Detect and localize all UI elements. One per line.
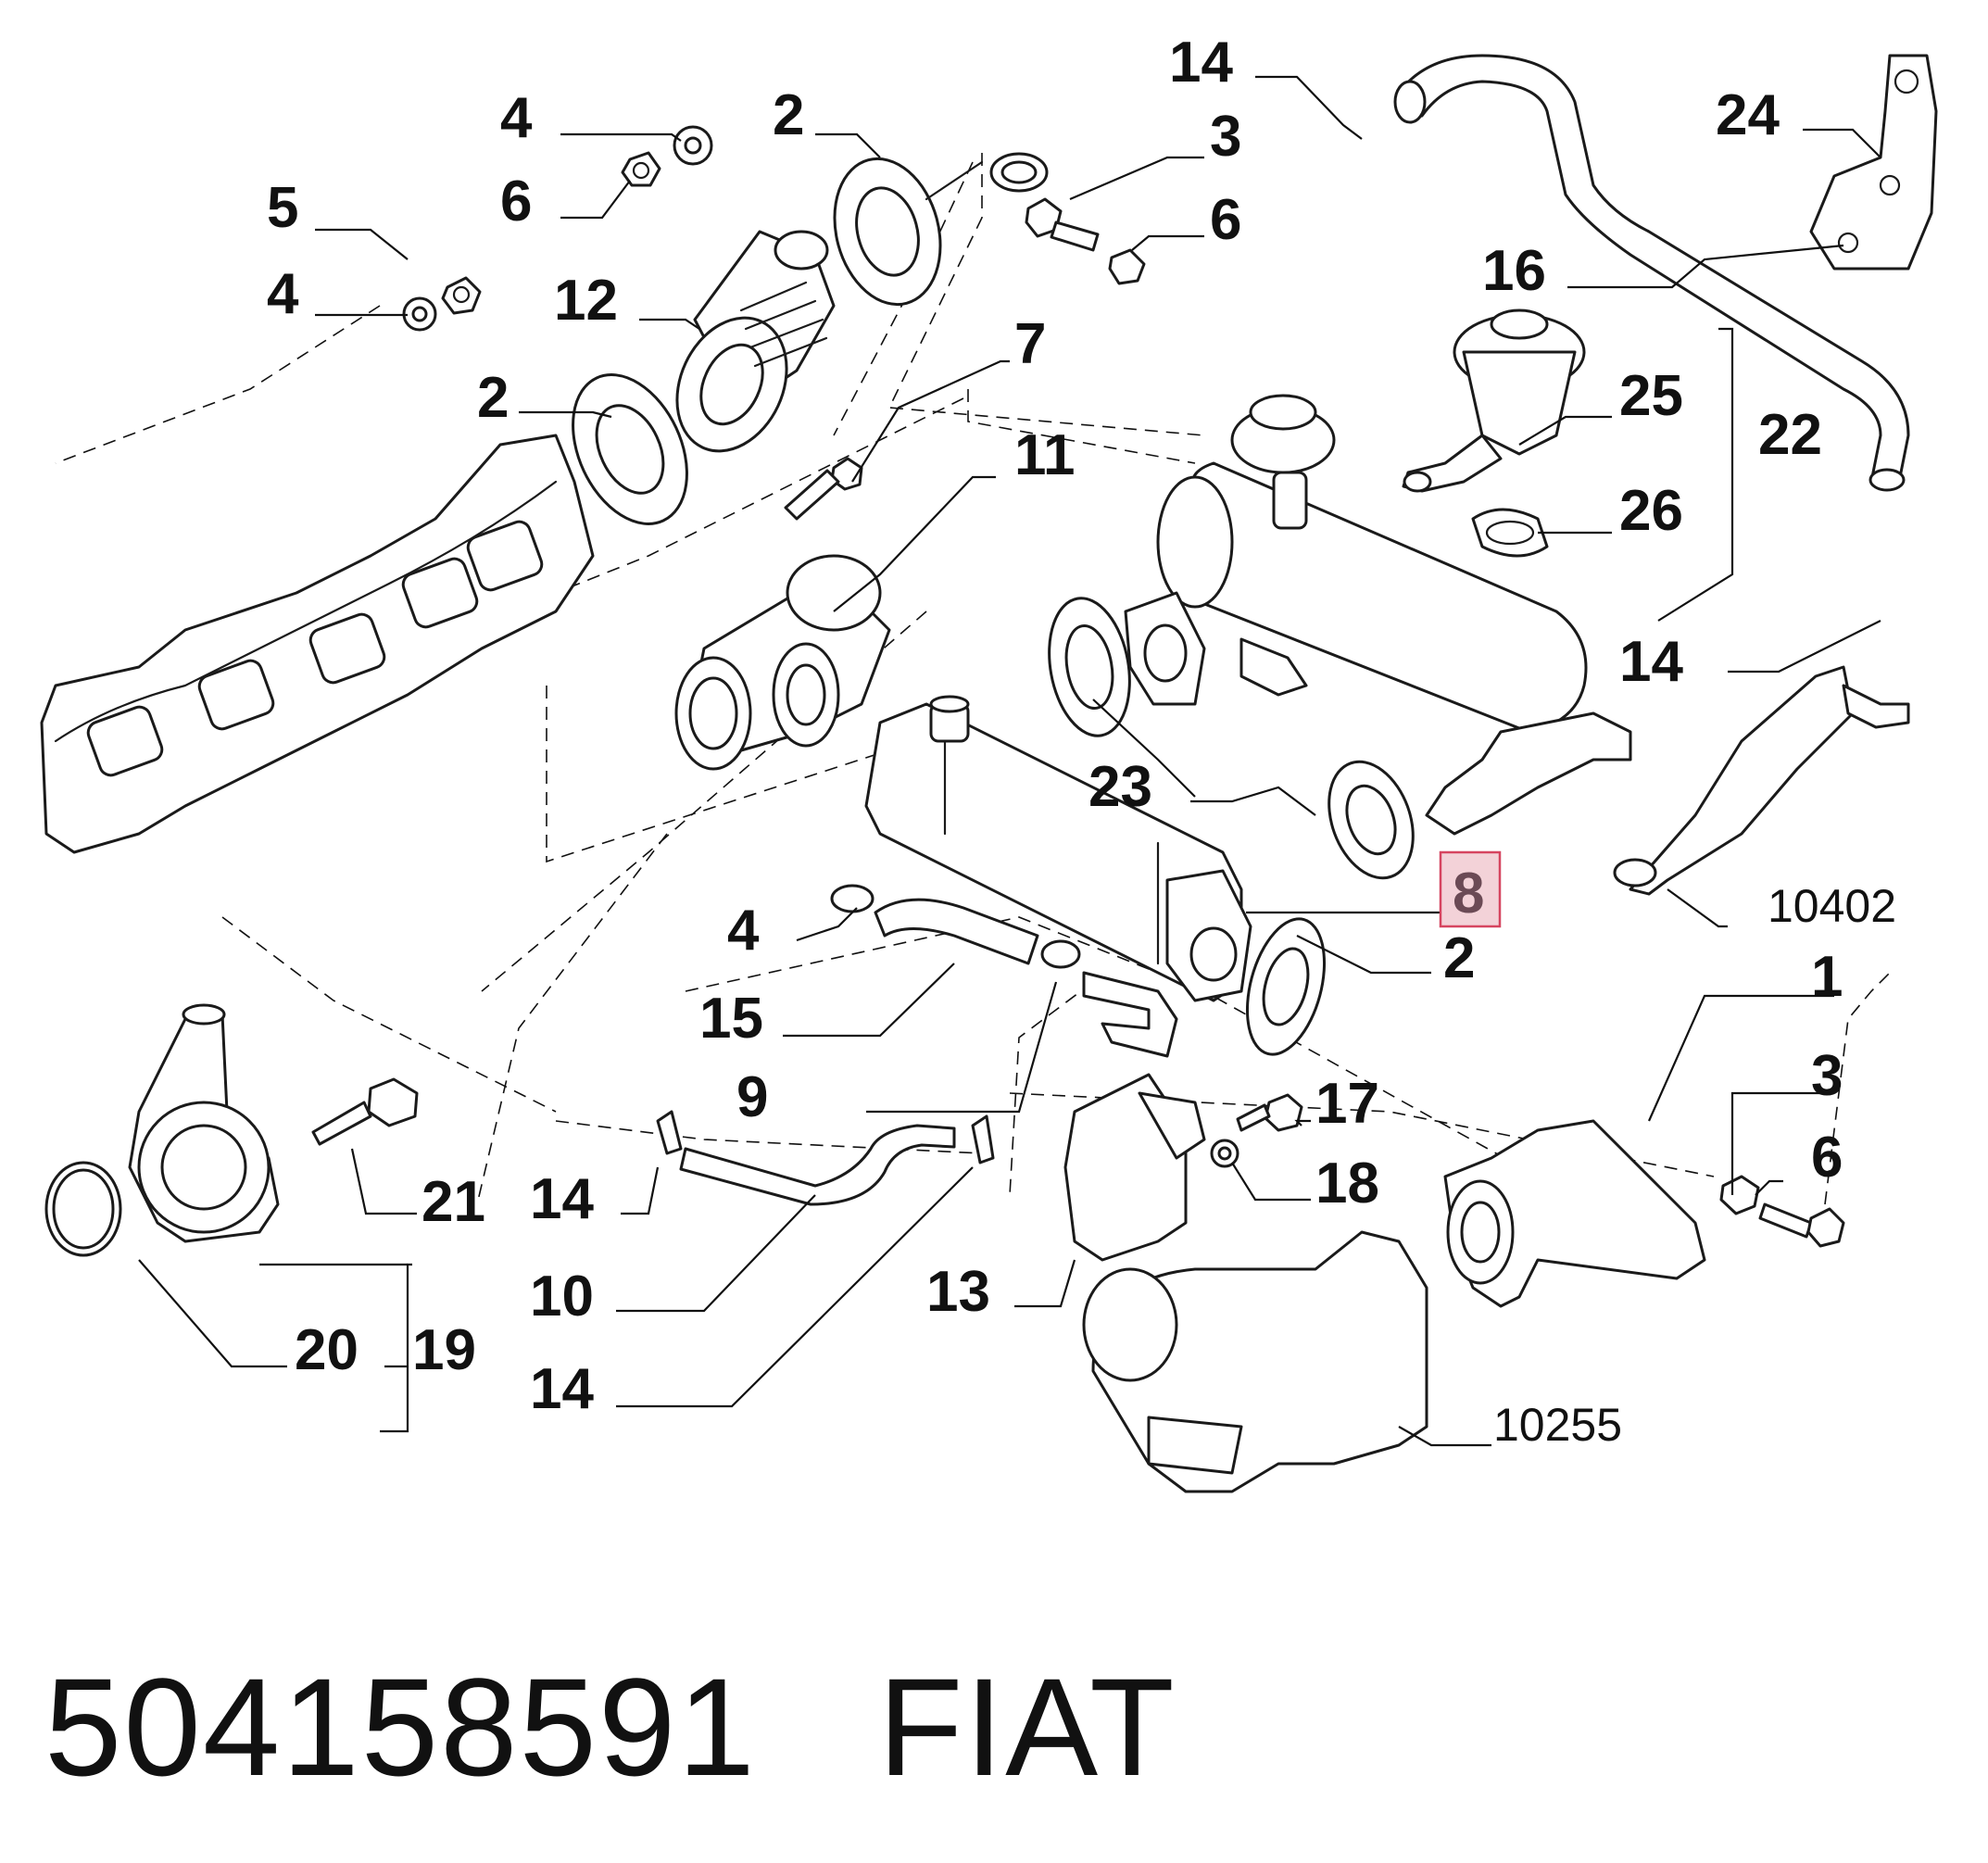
intake-housing-10255 (1082, 1230, 1428, 1493)
callout-10: 10 (530, 1265, 594, 1328)
callout-23: 23 (1088, 755, 1152, 819)
callout-26: 26 (1619, 479, 1683, 543)
callout-2b: 2 (477, 366, 509, 430)
gasket-23-pair (1048, 597, 1415, 880)
gasket-2-lower-left (572, 373, 688, 525)
callout-14d: 14 (530, 1357, 594, 1421)
bracket-24 (1809, 54, 1938, 271)
highlight-box-part-8 (1439, 850, 1502, 928)
callout-17: 17 (1315, 1072, 1379, 1136)
callout-19: 19 (412, 1318, 476, 1382)
callout-ref-10255: 10255 (1493, 1399, 1622, 1451)
callout-6c: 6 (1811, 1126, 1843, 1190)
callout-9: 9 (736, 1065, 768, 1129)
gasket-2-lower-right (1245, 917, 1327, 1056)
callout-4b: 4 (267, 262, 299, 326)
callout-24: 24 (1716, 83, 1780, 147)
part-number: 504158591 (44, 1649, 757, 1805)
egr-cooler-assembly-22 (1124, 394, 1632, 836)
callout-12: 12 (554, 269, 618, 333)
callout-5: 5 (267, 176, 298, 240)
callout-14c: 14 (530, 1167, 594, 1231)
brand-name: FIAT (877, 1649, 1176, 1805)
exhaust-manifold (40, 434, 595, 854)
callout-4a: 4 (500, 86, 533, 150)
hose-10 (656, 1110, 995, 1206)
callout-1: 1 (1811, 945, 1843, 1009)
clamp-26 (1471, 508, 1549, 558)
callout-7: 7 (1014, 312, 1046, 376)
callout-22: 22 (1758, 403, 1822, 467)
thermostat-housing-19 (128, 1003, 280, 1243)
callout-3b: 3 (1811, 1044, 1843, 1108)
leader-lines (138, 75, 1881, 1447)
callout-6a: 6 (1210, 188, 1241, 252)
callout-21: 21 (422, 1170, 485, 1234)
callout-15: 15 (699, 987, 763, 1051)
part-number-caption: 504158591 FIAT (44, 1647, 1176, 1807)
bolt-21 (311, 1077, 419, 1146)
callout-4c: 4 (727, 899, 760, 963)
callout-13: 13 (926, 1260, 990, 1324)
egr-cooler-8 (864, 695, 1252, 1002)
coolant-pipe-10402 (1613, 665, 1910, 896)
callout-numbers: 14 3 6 24 4 2 6 5 4 12 2 16 7 25 22 11 2… (267, 31, 1896, 1451)
bracket-13 (1063, 1073, 1206, 1262)
nuts-washers-upper-left (402, 125, 713, 332)
gasket-2-upper (833, 157, 984, 307)
hose-15 (830, 884, 1039, 965)
flex-pipe-12 (675, 230, 836, 453)
callout-ref-10402: 10402 (1768, 880, 1896, 932)
pipe-1 (1443, 1119, 1706, 1308)
callout-2a: 2 (773, 83, 804, 147)
bolt-17 (1236, 1093, 1303, 1132)
callout-18: 18 (1315, 1152, 1379, 1215)
callout-25: 25 (1619, 364, 1683, 428)
hose-16 (1393, 54, 1910, 492)
callout-2c: 2 (1443, 926, 1475, 990)
washer-18 (1210, 1139, 1239, 1168)
o-ring-20 (44, 1161, 122, 1257)
callout-20: 20 (295, 1318, 359, 1382)
bolt-7 (784, 457, 863, 521)
callout-14a: 14 (1169, 31, 1233, 94)
callout-16: 16 (1482, 239, 1546, 303)
pipe-9 (1040, 939, 1178, 1058)
clamp-14-top (989, 152, 1049, 193)
bolt-3-top (1025, 197, 1146, 285)
connector-11 (674, 554, 891, 771)
bolt-6-right (1719, 1175, 1845, 1248)
egr-valve-25 (1402, 308, 1586, 493)
callout-14b: 14 (1619, 630, 1683, 694)
callout-3a: 3 (1210, 105, 1241, 169)
callout-11: 11 (1014, 423, 1076, 487)
callout-8-highlighted: 8 (1453, 862, 1484, 925)
callout-6b: 6 (500, 170, 532, 233)
